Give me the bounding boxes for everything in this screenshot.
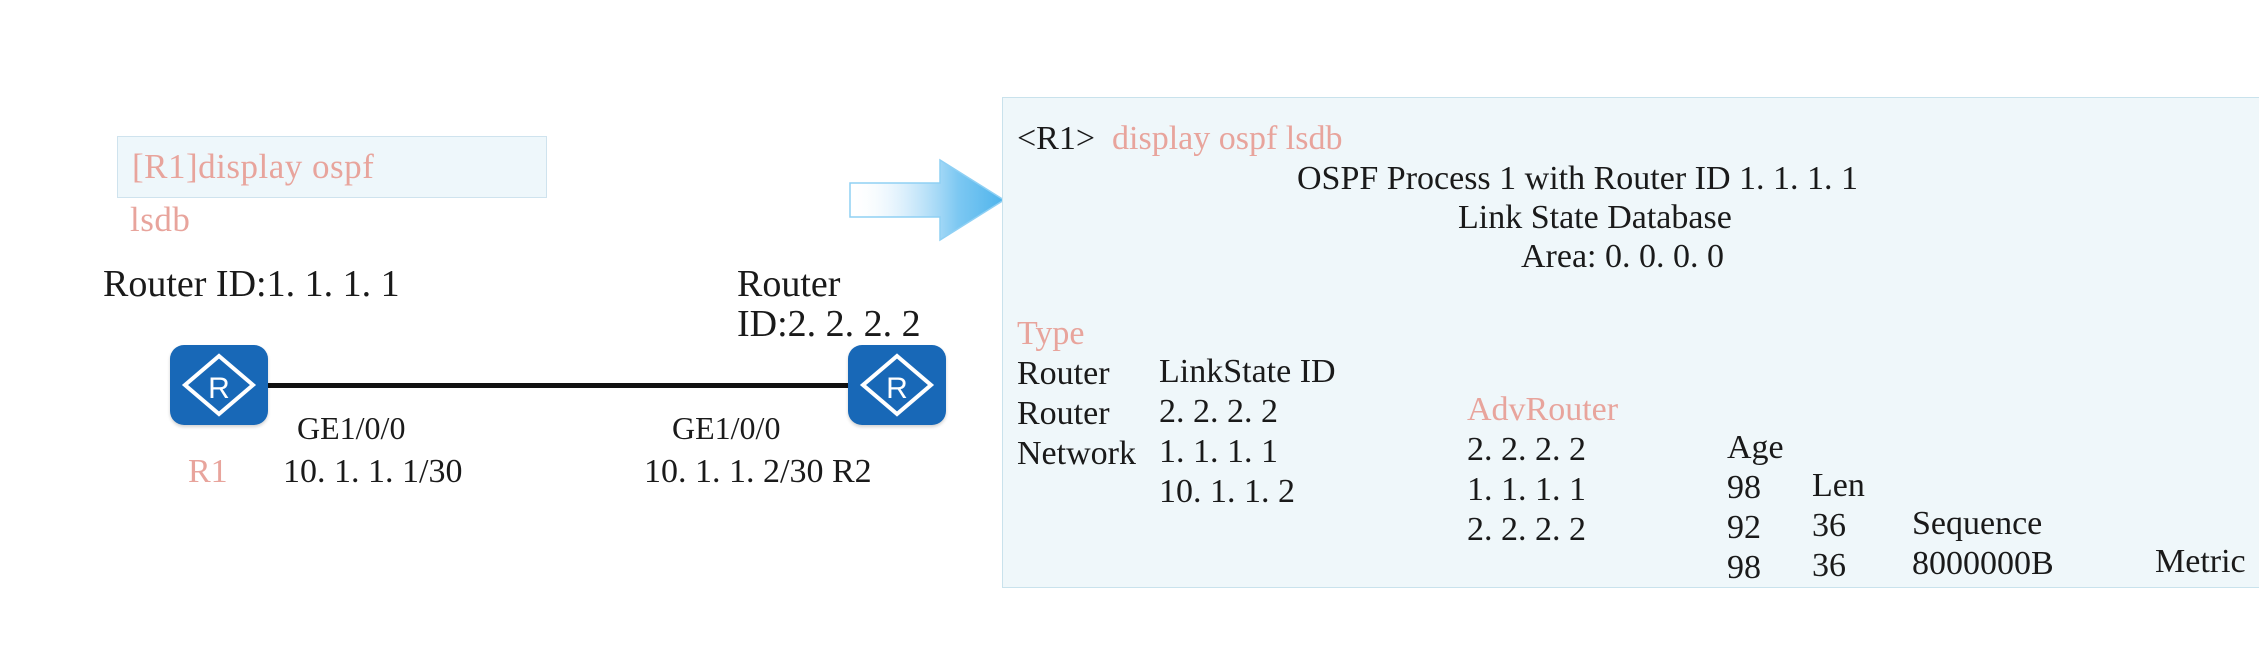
cell-age: 92 (1727, 509, 1761, 546)
header-age: Age (1727, 429, 1784, 466)
header-type: Type (1017, 315, 1085, 352)
cell-type: Router (1017, 355, 1110, 392)
cell-sequence: 80000005 (1912, 585, 2048, 587)
table-row: Network 10. 1. 1. 2 2. 2. 2. 2 98 32 800… (1017, 397, 1761, 587)
cell-age: 98 (1727, 469, 1761, 506)
cell-sequence: 8000000B (1912, 545, 2054, 582)
cell-len: 36 (1812, 547, 1846, 584)
cell-age: 98 (1727, 549, 1761, 586)
terminal-prompt-line: <R1> display ospf lsdb (1017, 120, 1342, 158)
terminal-area-line: Area: 0. 0. 0. 0 (1521, 238, 1725, 275)
command-callout-line1: [R1]display ospf (132, 147, 375, 186)
cell-type: Router (1017, 395, 1110, 432)
router-glyph: R (859, 353, 935, 417)
cell-type: Network (1017, 435, 1136, 472)
right-router-id-label-line2: ID:2. 2. 2. 2 (737, 303, 921, 345)
left-interface-label: GE1/0/0 (297, 410, 406, 446)
arrow-right-icon (849, 158, 1006, 242)
table-row: Router 2. 2. 2. 2 2. 2. 2. 2 98 36 80000… (1017, 317, 2172, 587)
cell-linkstate-id: 1. 1. 1. 1 (1159, 433, 1278, 470)
link-connection-line (268, 383, 848, 388)
right-router-name-label-spacer (823, 453, 832, 490)
command-callout-line2: lsdb (130, 200, 191, 239)
cell-advrouter: 1. 1. 1. 1 (1467, 471, 1586, 508)
command-callout-box: [R1]display ospf (117, 136, 547, 198)
table-row: Router 1. 1. 1. 1 1. 1. 1. 1 92 36 80000… (1017, 357, 2048, 587)
right-ip-label-and-name: 10. 1. 1. 2/30 R2 (644, 453, 872, 491)
header-len: Len (1812, 467, 1865, 504)
router-icon-r2: R (848, 345, 946, 425)
header-metric: Metric (2155, 543, 2246, 580)
router-glyph: R (181, 353, 257, 417)
network-topology-diagram: [R1]display ospf lsdb Router ID:1. 1. 1.… (0, 0, 1006, 649)
right-ip-label: 10. 1. 1. 2/30 (644, 453, 824, 490)
svg-text:R: R (208, 372, 230, 405)
terminal-output-panel: <R1> display ospf lsdb OSPF Process 1 wi… (1002, 97, 2259, 588)
header-advrouter: AdvRouter (1467, 391, 1619, 428)
right-router-id-label-line1: Router (737, 263, 841, 305)
cell-linkstate-id: 10. 1. 1. 2 (1159, 473, 1295, 510)
cell-metric: 1 (2155, 583, 2172, 587)
terminal-database-line: Link State Database (1458, 199, 1732, 236)
cell-linkstate-id: 2. 2. 2. 2 (1159, 393, 1278, 430)
right-interface-label: GE1/0/0 (672, 410, 781, 446)
header-linkstate-id: LinkState ID (1159, 353, 1336, 390)
lsdb-table-header-row: Type LinkState ID AdvRouter Age Len Sequ… (1017, 277, 2246, 587)
left-router-id-label: Router ID:1. 1. 1. 1 (103, 263, 400, 305)
terminal-process-line: OSPF Process 1 with Router ID 1. 1. 1. 1 (1297, 160, 1859, 197)
router-icon-r1: R (170, 345, 268, 425)
cell-advrouter: 2. 2. 2. 2 (1467, 511, 1586, 548)
cell-len: 36 (1812, 507, 1846, 544)
left-router-name-label: R1 (188, 453, 228, 490)
right-router-name-label: R2 (831, 453, 872, 490)
left-ip-label: 10. 1. 1. 1/30 (283, 453, 463, 490)
cell-advrouter: 2. 2. 2. 2 (1467, 431, 1586, 468)
terminal-prompt-space (1095, 120, 1112, 157)
svg-text:R: R (886, 372, 908, 405)
terminal-prompt-command: display ospf lsdb (1112, 120, 1343, 157)
header-sequence: Sequence (1912, 505, 2043, 542)
cell-len: 32 (1812, 587, 1846, 588)
terminal-prompt-host: <R1> (1017, 120, 1096, 157)
